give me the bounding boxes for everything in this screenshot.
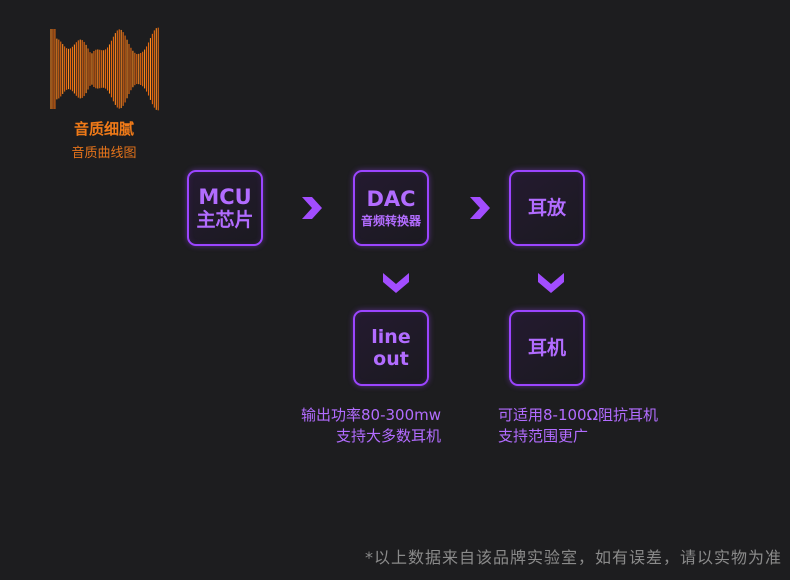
disclaimer-footer: *以上数据来自该品牌实验室，如有误差，请以实物为准 <box>364 548 782 567</box>
lineout-node-sublabel: out <box>373 348 409 370</box>
audio-waveform-icon <box>50 27 159 111</box>
dac-node: DAC 音频转换器 <box>353 170 429 246</box>
dac-node-label: DAC <box>366 187 416 211</box>
amp-node: 耳放 <box>509 170 585 246</box>
headphone-note: 可适用8-100Ω阻抗耳机 支持范围更广 <box>498 405 658 447</box>
amp-node-label: 耳放 <box>527 197 566 219</box>
headphone-node-label: 耳机 <box>527 337 566 359</box>
chevron-right-icon <box>470 197 490 219</box>
lineout-node: line out <box>353 310 429 386</box>
lineout-note-line1: 输出功率80-300mw <box>300 406 441 424</box>
mcu-node: MCU 主芯片 <box>187 170 263 246</box>
lineout-note-line2: 支持大多数耳机 <box>335 427 441 445</box>
sound-quality-title: 音质细腻 <box>73 120 134 138</box>
dac-node-sublabel: 音频转换器 <box>360 214 421 228</box>
sound-quality-subtitle: 音质曲线图 <box>71 146 137 161</box>
headphone-note-line2: 支持范围更广 <box>498 427 589 445</box>
mcu-node-sublabel: 主芯片 <box>196 209 254 231</box>
headphone-node: 耳机 <box>509 310 585 386</box>
chevron-down-icon <box>538 273 564 293</box>
lineout-note: 输出功率80-300mw 支持大多数耳机 <box>301 405 441 447</box>
chevron-down-icon <box>383 273 409 293</box>
chevron-right-icon <box>302 197 322 219</box>
lineout-node-label: line <box>371 326 411 348</box>
headphone-note-line1: 可适用8-100Ω阻抗耳机 <box>498 406 659 424</box>
mcu-node-label: MCU <box>198 185 252 209</box>
